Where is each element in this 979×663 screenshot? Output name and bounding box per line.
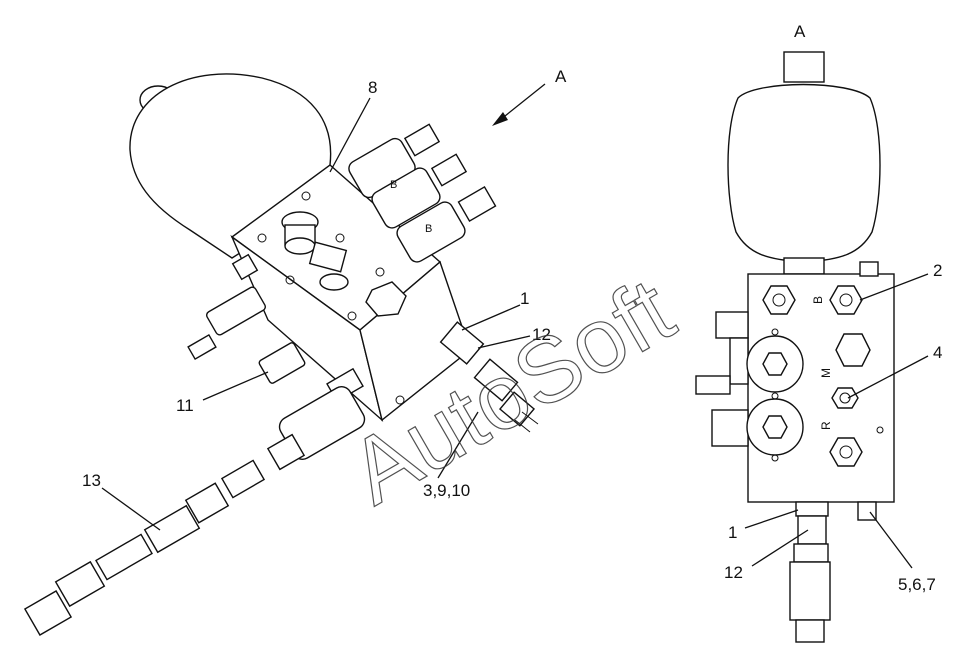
- valve-block-right: B M R: [695, 261, 895, 643]
- callout-5-6-7: 5,6,7: [898, 575, 936, 594]
- view-label-right: A: [794, 22, 806, 41]
- callout-11: 11: [176, 396, 194, 415]
- view-arrow-a: [492, 83, 546, 126]
- right-leaders: [744, 273, 929, 569]
- fitting-3-9-10: [439, 321, 539, 433]
- callout-4: 4: [933, 343, 942, 362]
- callout-3-9-10: 3,9,10: [423, 481, 470, 500]
- callout-12-left: 12: [532, 325, 551, 344]
- right-assembly-view: A: [695, 22, 895, 643]
- port-label-m: M: [819, 368, 833, 378]
- view-label-left: A: [555, 67, 567, 86]
- svg-text:B: B: [390, 179, 397, 191]
- port-label-r: R: [819, 421, 833, 430]
- svg-text:B: B: [425, 223, 432, 235]
- callout-1-left: 1: [520, 289, 529, 308]
- callout-1-right: 1: [728, 523, 737, 542]
- port-label-b: B: [811, 296, 825, 304]
- callout-8: 8: [368, 78, 377, 97]
- callout-12-right: 12: [724, 563, 743, 582]
- top-fittings: [281, 211, 407, 317]
- callout-13: 13: [82, 471, 101, 490]
- hose-assembly-13: [23, 459, 266, 636]
- solenoid-valves: B B: [348, 123, 497, 263]
- accumulator-right: [727, 51, 881, 275]
- left-assembly-view: B B: [23, 67, 567, 636]
- lower-solenoid: [266, 386, 366, 471]
- left-leaders: [101, 97, 531, 531]
- callout-2: 2: [933, 261, 942, 280]
